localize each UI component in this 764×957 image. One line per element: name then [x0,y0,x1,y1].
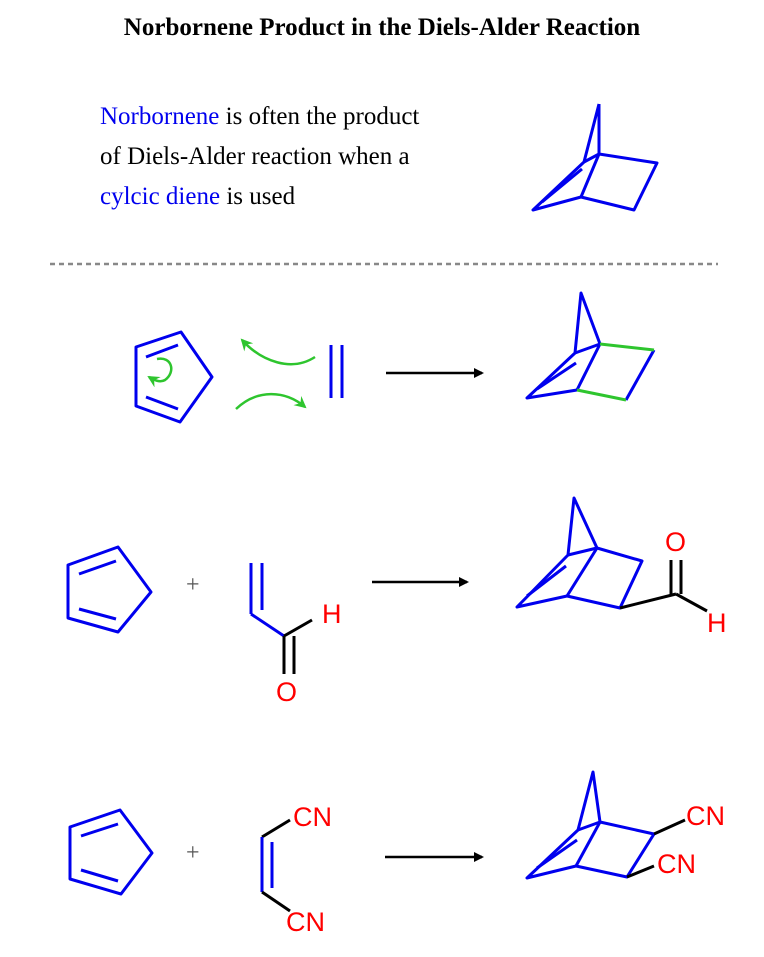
plus-sign-2: + [186,572,200,598]
cyclopentadiene-3 [68,808,154,896]
electron-arrow-inner [147,357,173,388]
acrolein-h-label: H [322,599,342,629]
cyclopentadiene [134,330,214,424]
endo-aldehyde-product [515,496,708,613]
acrolein [249,563,313,674]
reaction-3: + CN CN CN CN [68,770,725,937]
product-o-label: O [665,527,686,557]
ethylene [329,345,344,398]
intro-line3-rest: is used [220,183,296,210]
reaction-1 [134,291,656,424]
maleonitrile [260,818,291,913]
intro-text: Norbornene is often the product of Diels… [100,97,520,217]
nitrile-label-bottom: CN [286,907,325,937]
norbornene-term: Norbornene [100,103,220,130]
norbornene-product-1 [525,291,656,402]
intro-line2: of Diels-Alder reaction when a [100,143,410,170]
dinitrile-product [525,770,686,880]
page-title: Norbornene Product in the Diels-Alder Re… [123,14,641,41]
electron-arrow-lower [235,392,307,410]
norbornene-structure [531,103,659,212]
nitrile-label-top: CN [293,802,332,832]
product-h-label: H [707,608,727,638]
intro-line1-rest: is often the product [219,103,420,130]
cyclic-diene-term: cylcic diene [100,183,221,210]
reaction-2: + H O O H [66,496,727,707]
acrolein-o-label: O [276,677,297,707]
cyclopentadiene-2 [66,545,153,634]
product-nitrile-top: CN [686,801,725,831]
plus-sign-3: + [186,840,200,866]
product-nitrile-bottom: CN [657,849,696,879]
electron-arrow-upper [240,338,316,366]
